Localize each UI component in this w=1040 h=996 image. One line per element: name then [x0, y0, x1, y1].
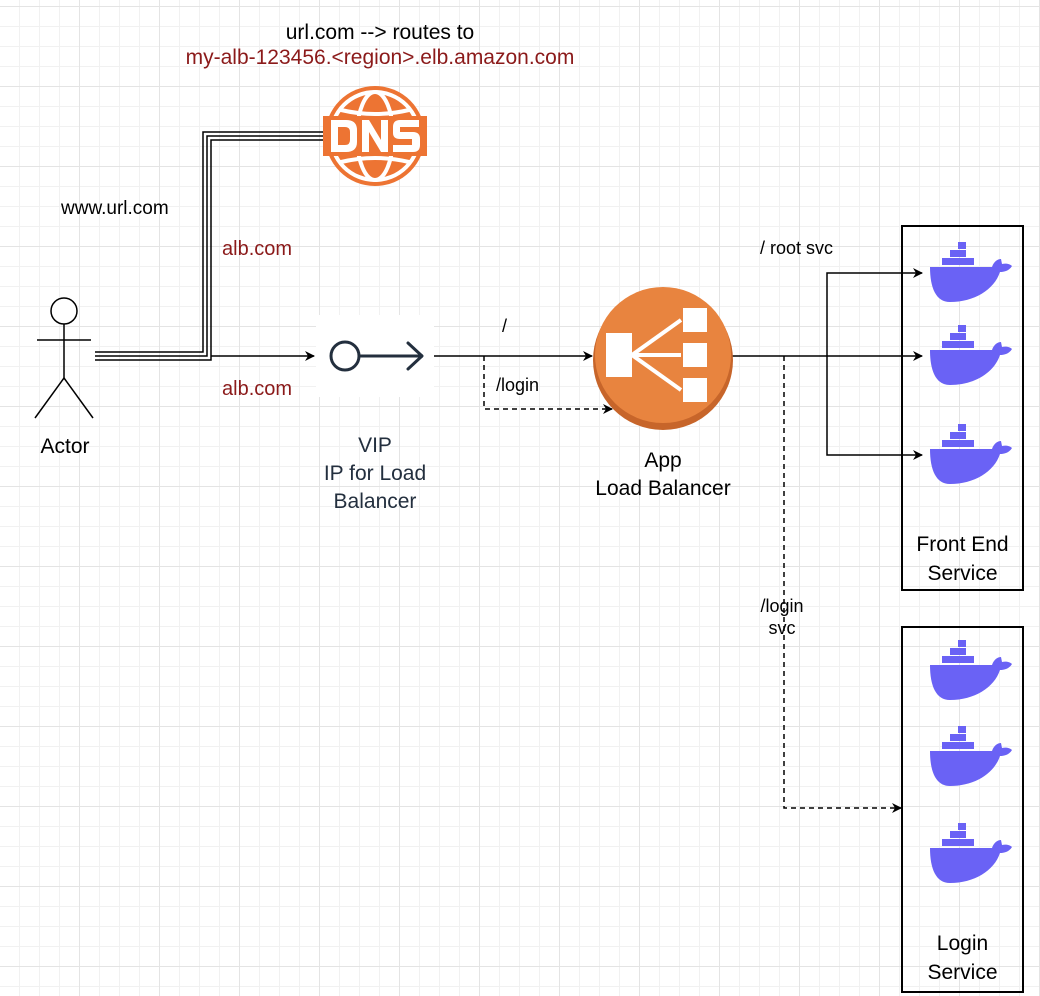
dns-icon	[323, 86, 427, 186]
alb-to-frontend-arrows	[732, 268, 923, 460]
vip-label: VIP IP for Load Balancer	[323, 434, 427, 513]
www-label: www.url.com	[61, 198, 169, 219]
actor-label: Actor	[40, 435, 90, 458]
dns-caption: url.com --> routes to my-alb-123456.<reg…	[185, 21, 575, 70]
actor-to-dns-link	[95, 131, 330, 361]
actor-icon	[34, 297, 94, 419]
front-end-service-group	[901, 225, 1024, 591]
vip-to-alb-login-arrow	[483, 356, 613, 414]
route-root-label: /	[502, 316, 508, 336]
alb-label-top: alb.com	[222, 238, 293, 260]
login-service-group	[901, 626, 1024, 993]
vip-endpoint-icon	[316, 315, 434, 397]
front-end-service-label: Front End Service	[916, 533, 1009, 585]
route-login-label: /login	[496, 375, 540, 395]
alb-label-bottom: alb.com	[222, 378, 293, 400]
load-balancer-icon	[593, 287, 733, 430]
alb-label: App Load Balancer	[595, 449, 731, 500]
alb-to-login-arrow	[783, 356, 902, 813]
login-service-label: Login Service	[927, 932, 998, 984]
root-svc-label: / root svc	[760, 238, 834, 258]
login-svc-label: /login svc	[760, 596, 804, 638]
